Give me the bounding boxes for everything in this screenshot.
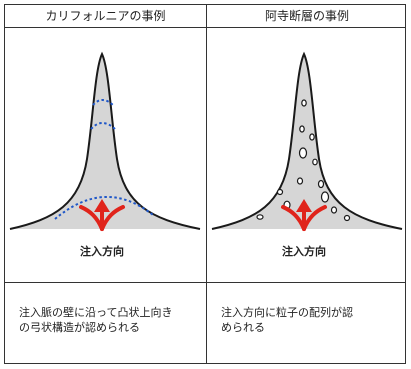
description-line: められる <box>221 321 265 334</box>
particle <box>320 191 330 203</box>
particle <box>309 133 315 141</box>
particle <box>276 188 284 196</box>
injection-vein-shape-right <box>212 54 402 229</box>
particle <box>256 214 264 220</box>
particle <box>312 158 318 166</box>
arrow-label-left: 注入方向 <box>80 244 124 258</box>
description-line: 注入脈の壁に沿って凸状上向き <box>19 306 173 319</box>
california-diagram: 注入方向 <box>9 51 201 258</box>
footer-divider <box>5 282 405 283</box>
description-line: の弓状構造が認められる <box>19 321 140 334</box>
particle <box>296 177 304 185</box>
description-california: 注入脈の壁に沿って凸状上向き の弓状構造が認められる <box>19 305 199 335</box>
vertical-divider <box>206 5 207 363</box>
particle <box>301 99 307 107</box>
particle <box>343 214 351 222</box>
arch-structure-3 <box>54 195 154 220</box>
particle <box>298 147 308 159</box>
description-line: 注入方向に粒子の配列が認 <box>221 306 353 319</box>
particle <box>299 125 305 133</box>
panel-title-california: カリフォルニアの事例 <box>45 9 166 23</box>
arch-structure-1 <box>92 99 114 106</box>
injection-vein-shape-left <box>10 54 200 229</box>
upward-arrow-icon <box>79 199 125 231</box>
arch-structure-2 <box>90 122 116 130</box>
particle-group <box>256 99 351 222</box>
particle <box>317 179 325 189</box>
panel-title-atera: 阿寺断層の事例 <box>264 9 349 23</box>
diagram-frame: カリフォルニアの事例 阿寺断層の事例 注入方向 <box>4 4 406 364</box>
upward-arrow-icon <box>281 199 327 231</box>
atera-diagram: 注入方向 <box>211 51 403 258</box>
injection-vein-outline-left <box>9 51 201 230</box>
particle <box>330 206 338 214</box>
arrow-label-right: 注入方向 <box>282 244 326 258</box>
header-divider <box>5 27 405 28</box>
description-atera: 注入方向に粒子の配列が認 められる <box>221 305 396 335</box>
